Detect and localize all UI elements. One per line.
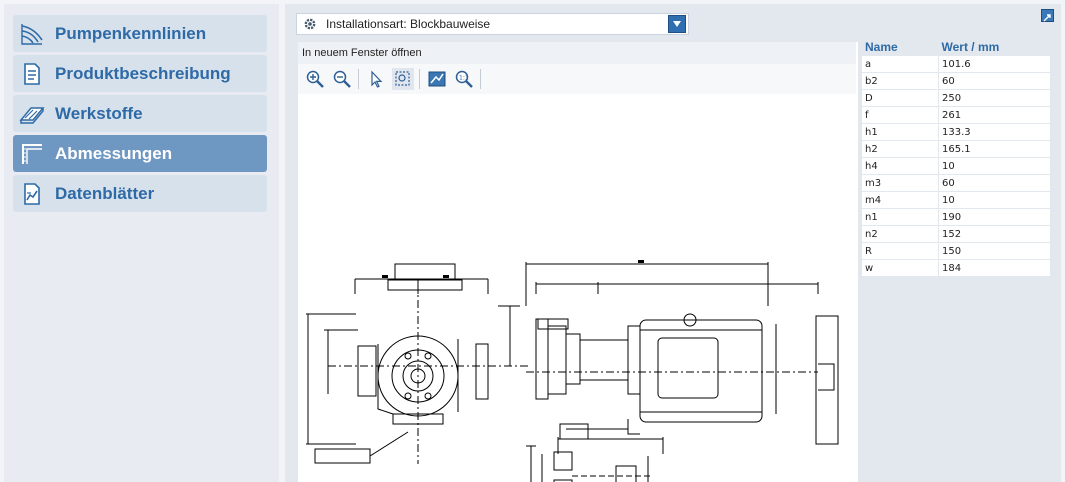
dim-value: 60 — [938, 174, 1050, 192]
sidebar-item-label: Pumpenkennlinien — [55, 23, 207, 43]
dim-value: 101.6 — [938, 56, 1050, 73]
column-header-name: Name — [865, 40, 898, 54]
dim-value: 60 — [938, 72, 1050, 90]
dim-name: n1 — [862, 208, 939, 226]
installation-label: Installationsart: Blockbauweise — [326, 17, 491, 31]
zoom-out-icon[interactable] — [331, 68, 353, 90]
sidebar-item-label: Abmessungen — [55, 143, 173, 163]
dim-value: 250 — [938, 89, 1050, 107]
zoom-window-icon[interactable] — [392, 68, 414, 90]
datasheet-icon — [19, 181, 45, 207]
gear-icon — [302, 16, 318, 32]
dim-name: R — [862, 242, 939, 260]
dim-name: a — [862, 56, 939, 73]
dim-name: D — [862, 89, 939, 107]
dim-name: n2 — [862, 225, 939, 243]
dim-value: 152 — [938, 225, 1050, 243]
fit-icon[interactable] — [426, 68, 448, 90]
dim-value: 10 — [938, 191, 1050, 209]
drawing-toolbar: 1:1 — [298, 64, 856, 94]
dim-name: h2 — [862, 140, 939, 158]
installation-select[interactable]: Installationsart: Blockbauweise — [296, 13, 689, 35]
dim-value: 165.1 — [938, 140, 1050, 158]
open-new-window-link[interactable]: In neuem Fenster öffnen — [298, 42, 856, 64]
sidebar-item-werkstoffe[interactable]: Werkstoffe — [13, 95, 267, 132]
sidebar-item-datenblaetter[interactable]: Datenblätter — [13, 175, 267, 212]
sidebar-item-abmessungen[interactable]: Abmessungen — [13, 135, 267, 172]
drawing-viewer: In neuem Fenster öffnen 1:1 — [298, 42, 858, 482]
zoom-extents-icon[interactable]: 1:1 — [453, 68, 475, 90]
expand-icon[interactable] — [1041, 9, 1054, 22]
dim-name: h4 — [862, 157, 939, 175]
column-header-value: Wert / mm — [941, 40, 1000, 54]
dim-value: 150 — [938, 242, 1050, 260]
sidebar-item-label: Werkstoffe — [55, 103, 143, 123]
dimension-drawing — [306, 260, 839, 482]
pointer-icon[interactable] — [365, 68, 387, 90]
sidebar-item-label: Produktbeschreibung — [55, 63, 231, 83]
dim-name: m3 — [862, 174, 939, 192]
sidebar-item-pumpenkennlinien[interactable]: Pumpenkennlinien — [13, 15, 267, 52]
dim-value: 184 — [938, 259, 1050, 277]
chevron-down-icon[interactable] — [668, 15, 686, 33]
dim-value: 190 — [938, 208, 1050, 226]
toolbar-separator — [358, 69, 359, 89]
dim-value: 10 — [938, 157, 1050, 175]
dim-name: w — [862, 259, 939, 277]
dim-value: 261 — [938, 106, 1050, 124]
open-new-window-label: In neuem Fenster öffnen — [302, 47, 422, 59]
dim-name: m4 — [862, 191, 939, 209]
document-icon — [19, 61, 45, 87]
dimensions-icon — [19, 141, 45, 167]
curve-icon — [19, 21, 45, 47]
material-icon — [19, 101, 45, 127]
dim-name: h1 — [862, 123, 939, 141]
dim-name: b2 — [862, 72, 939, 90]
dim-value: 133.3 — [938, 123, 1050, 141]
sidebar-item-produktbeschreibung[interactable]: Produktbeschreibung — [13, 55, 267, 92]
sidebar-item-label: Datenblätter — [55, 183, 155, 203]
toolbar-separator — [419, 69, 420, 89]
toolbar-separator — [480, 69, 481, 89]
svg-text:1:1: 1:1 — [459, 75, 469, 82]
zoom-in-icon[interactable] — [304, 68, 326, 90]
dim-name: f — [862, 106, 939, 124]
